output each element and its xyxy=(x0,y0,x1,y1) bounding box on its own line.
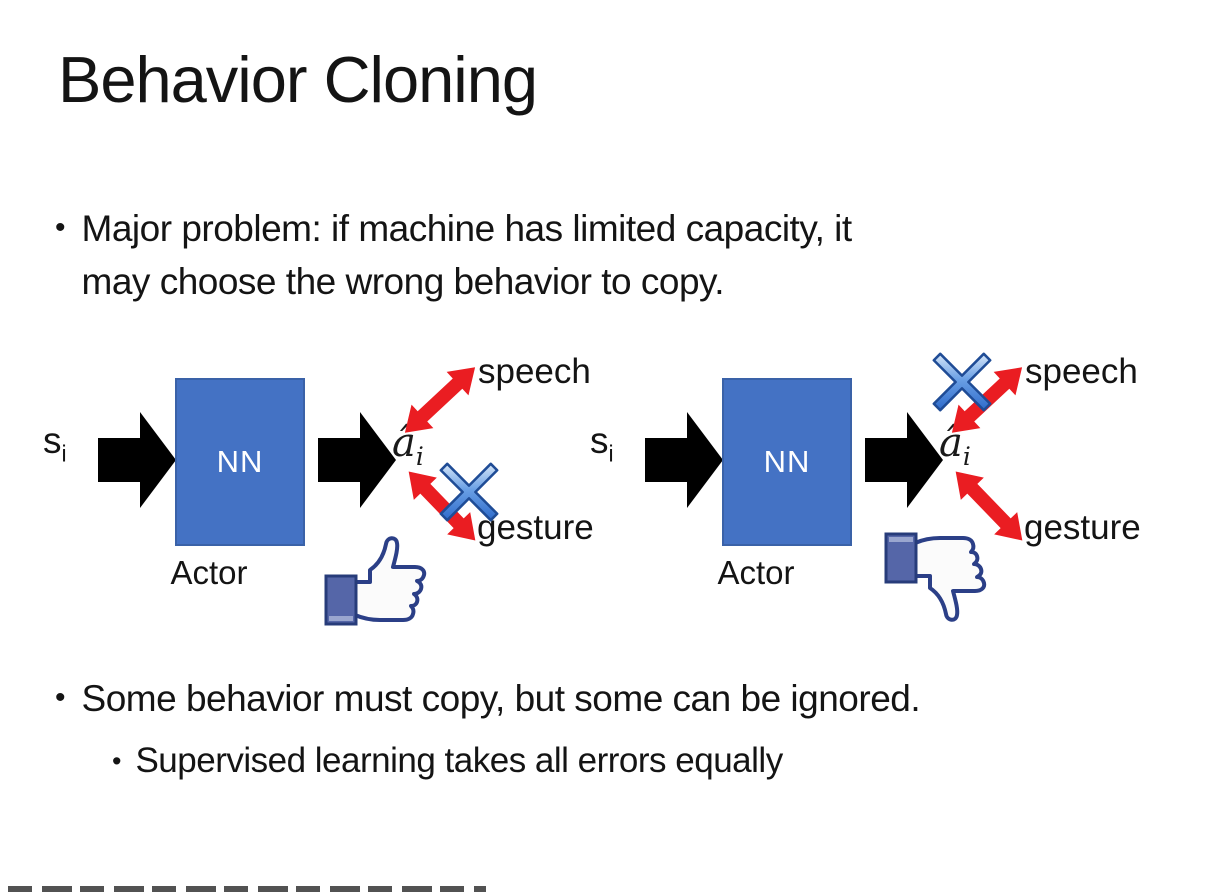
speech-label: speech xyxy=(1025,352,1138,391)
bullet-text-line: Some behavior must copy, but some can be… xyxy=(81,678,921,719)
nn-label: NN xyxy=(216,444,264,479)
nn-box: NN xyxy=(175,378,305,546)
cross-icon xyxy=(930,350,994,414)
output-arrow-icon xyxy=(318,412,396,508)
state-input-label: si xyxy=(590,420,614,467)
gesture-label: gesture xyxy=(1024,508,1141,547)
input-arrow-icon xyxy=(98,412,176,508)
nn-label: NN xyxy=(763,444,811,479)
bullet-marker: • xyxy=(112,746,122,776)
actor-label: Actor xyxy=(717,554,795,591)
bullet-text-line: may choose the wrong behavior to copy. xyxy=(81,261,725,302)
output-arrow-icon xyxy=(865,412,943,508)
diagram-left-good-capacity: si NN Actor âi speech gesture xyxy=(40,350,630,635)
speech-label: speech xyxy=(478,352,591,391)
bullet-text-line: Major problem: if machine has limited ca… xyxy=(81,208,853,249)
bullet-marker: • xyxy=(55,681,66,714)
bullet-item-some-behavior: • Some behavior must copy, but some can … xyxy=(55,672,921,725)
gesture-double-arrow-icon xyxy=(943,459,1036,553)
page-title: Behavior Cloning xyxy=(58,43,538,116)
speech-double-arrow-icon xyxy=(393,354,488,446)
clipped-footer-text xyxy=(8,886,486,892)
thumb-up-icon xyxy=(322,534,434,628)
actor-label: Actor xyxy=(170,554,248,591)
state-input-label: si xyxy=(43,420,67,467)
bullet-item-supervised-learning: • Supervised learning takes all errors e… xyxy=(112,736,783,786)
thumb-down-icon xyxy=(882,530,994,624)
nn-box: NN xyxy=(722,378,852,546)
bullet-item-major-problem: • Major problem: if machine has limited … xyxy=(55,202,852,308)
diagram-right-limited-capacity: si NN Actor âi speech gesture xyxy=(587,350,1177,635)
bullet-text-line: Supervised learning takes all errors equ… xyxy=(135,741,783,780)
bullet-marker: • xyxy=(55,211,66,244)
input-arrow-icon xyxy=(645,412,723,508)
gesture-double-arrow-icon xyxy=(396,459,489,553)
cross-icon xyxy=(437,460,501,524)
